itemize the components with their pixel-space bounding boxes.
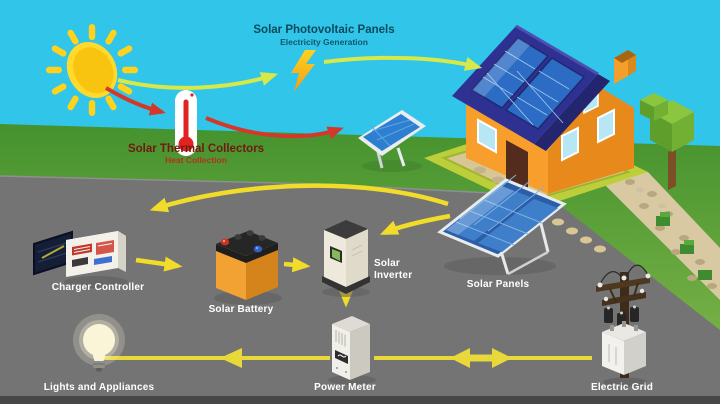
label-thermal-title: Solar Thermal Collectors [128,143,264,155]
thermal-collector-icon [358,110,426,172]
power-meter-icon [328,316,376,385]
label-solar-battery: Solar Battery [209,304,274,315]
thermometer-icon [175,90,197,156]
label-electric-grid: Electric Grid [591,382,653,393]
label-pv-title: Solar Photovoltaic Panels [253,24,394,36]
sun-icon [46,24,138,116]
tree-icon [640,93,694,190]
label-pv-subtitle: Electricity Generation [280,37,368,47]
solar-battery-icon [214,230,282,305]
label-lights-appliances: Lights and Appliances [44,382,155,393]
light-bulb-icon [73,314,125,372]
arrow-controller-to-battery [135,256,183,272]
lightning-icon [291,50,316,92]
label-power-meter: Power Meter [314,382,376,393]
arrow-sun-to-bolt [117,72,279,90]
garden-bushes [656,212,712,280]
arrow-panels-to-controller [149,183,449,213]
arrow-thermometer-to-collector [205,116,344,140]
solar-inverter-icon [322,220,370,297]
flow-arrows [104,55,592,368]
label-charger-controller: Charger Controller [52,282,145,293]
charger-controller-icon [33,230,128,288]
bottom-edge-strip [0,396,720,404]
house-icon [452,24,636,194]
arrow-battery-to-inverter [283,257,311,273]
label-thermal-subtitle: Heat Collection [165,155,227,165]
arrow-panels-to-inverter [379,213,451,236]
utility-pole-icon [596,264,651,387]
label-solar-inverter-line2: Inverter [374,270,412,281]
arrow-meter-to-lights [104,348,330,368]
arrow-meter-grid-bidirectional [374,348,592,368]
label-solar-panels: Solar Panels [467,279,530,290]
ground-solar-panels-icon [437,174,567,276]
arrow-sun-to-thermometer [104,86,166,116]
label-solar-inverter-line1: Solar [374,258,400,269]
arrow-bolt-to-house [323,55,483,71]
roof-solar-panels-icon [470,37,586,130]
